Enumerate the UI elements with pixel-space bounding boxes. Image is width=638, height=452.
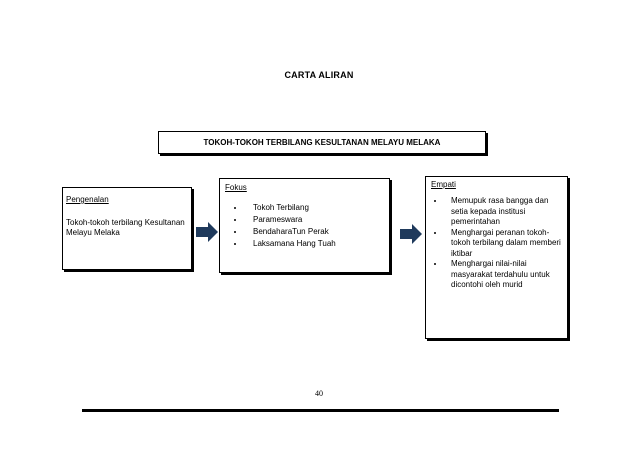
fokus-box: Fokus Tokoh Terbilang Parameswara Bendah… xyxy=(219,178,390,273)
page-number: 40 xyxy=(315,389,323,398)
list-item: Tokoh Terbilang xyxy=(245,203,384,213)
fokus-heading: Fokus xyxy=(225,183,247,192)
list-item: Memupuk rasa bangga dan setia kepada ins… xyxy=(445,196,562,228)
arrow-shape xyxy=(196,222,218,242)
list-item: Menghargai peranan tokoh-tokoh terbilang… xyxy=(445,228,562,260)
pengenalan-text: Tokoh-tokoh terbilang Kesultanan Melayu … xyxy=(66,218,185,237)
list-item: BendaharaTun Perak xyxy=(245,227,384,237)
list-item: Laksamana Hang Tuah xyxy=(245,239,384,249)
empati-box: Empati Memupuk rasa bangga dan setia kep… xyxy=(425,176,568,339)
pengenalan-box: Pengenalan Tokoh-tokoh terbilang Kesulta… xyxy=(62,187,192,270)
empati-list: Memupuk rasa bangga dan setia kepada ins… xyxy=(431,196,562,291)
arrow-shape xyxy=(400,224,422,244)
list-item: Parameswara xyxy=(245,215,384,225)
page-title: CARTA ALIRAN xyxy=(284,70,354,80)
footer-rule xyxy=(82,409,559,412)
arrow-right-icon xyxy=(196,222,218,242)
list-item: Menghargai nilai-nilai masyarakat terdah… xyxy=(445,259,562,291)
empati-heading: Empati xyxy=(431,180,456,189)
arrow-right-icon xyxy=(400,224,422,244)
fokus-list: Tokoh Terbilang Parameswara BendaharaTun… xyxy=(225,203,384,249)
pengenalan-heading: Pengenalan xyxy=(66,195,109,204)
main-topic-box: TOKOH-TOKOH TERBILANG KESULTANAN MELAYU … xyxy=(158,131,486,154)
